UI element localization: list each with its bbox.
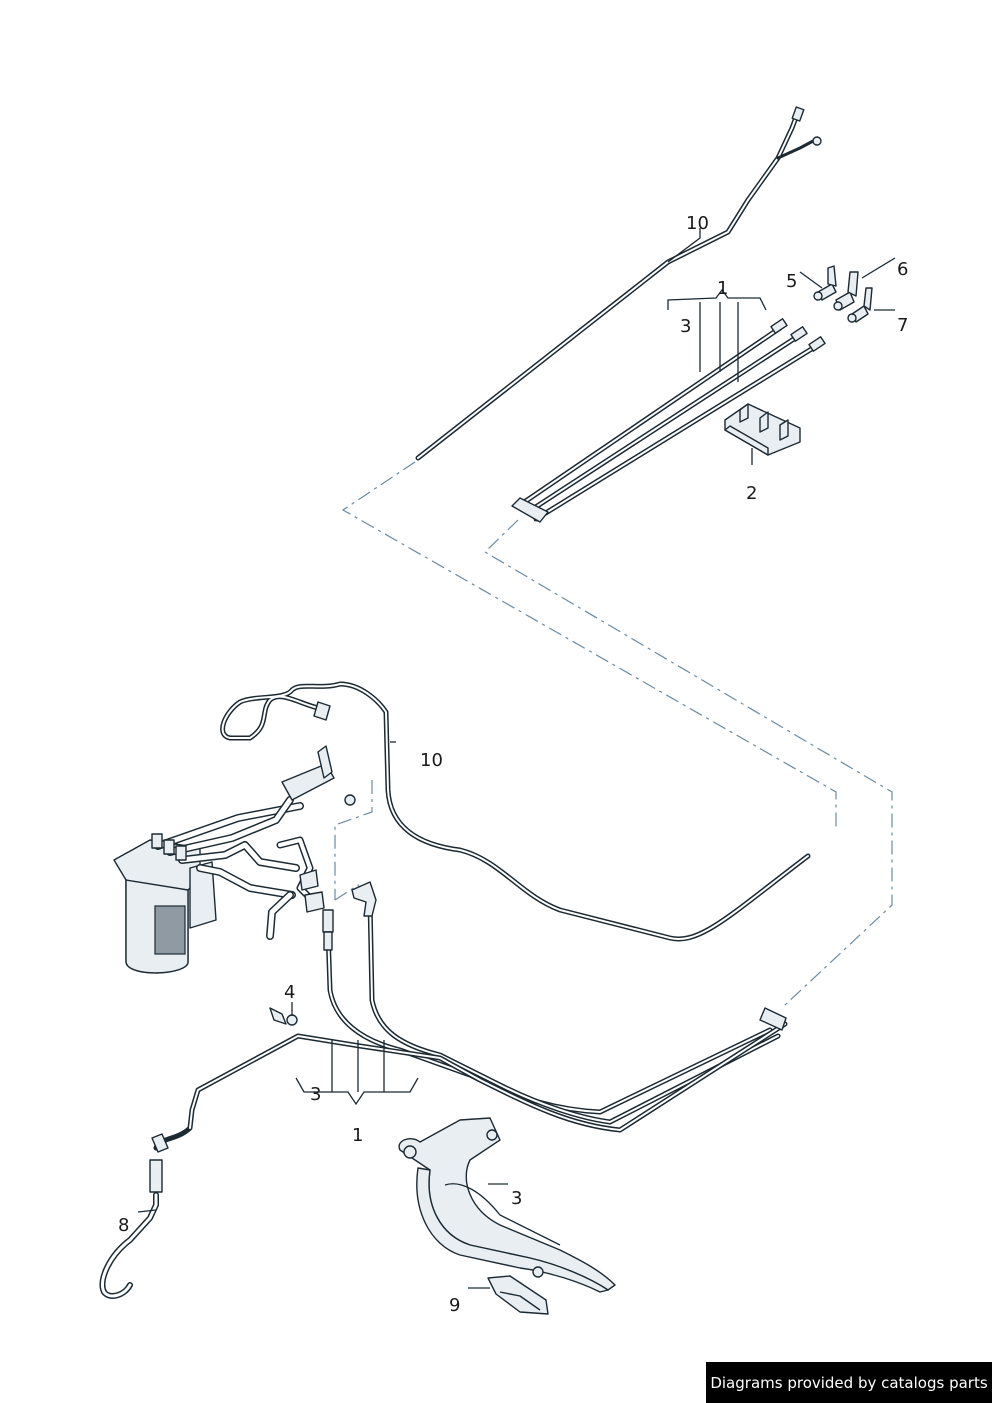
label-2: 2 xyxy=(746,483,757,504)
leader-lines-bottom xyxy=(137,741,508,1289)
holder-clip-2 xyxy=(724,403,801,456)
leader-lines-top xyxy=(667,228,896,465)
label-5: 5 xyxy=(786,271,797,292)
label-6: 6 xyxy=(897,259,908,280)
label-1-top: 1 xyxy=(717,278,728,299)
fuel-line-10-middle xyxy=(220,681,811,942)
label-8: 8 xyxy=(118,1215,129,1236)
fuel-line-10-top xyxy=(415,106,822,461)
fuel-line-bundle-top xyxy=(511,318,826,523)
attribution-footer: Diagrams provided by catalogs parts xyxy=(706,1362,992,1403)
label-7: 7 xyxy=(897,315,908,336)
label-3-shield: 3 xyxy=(511,1188,522,1209)
footer-text: Diagrams provided by catalogs parts xyxy=(710,1373,988,1392)
label-1-bottom: 1 xyxy=(352,1125,363,1146)
label-10-top: 10 xyxy=(686,213,709,234)
label-10-middle: 10 xyxy=(420,750,443,771)
label-3-top: 3 xyxy=(680,316,691,337)
clip-9 xyxy=(487,1275,549,1315)
label-9: 9 xyxy=(449,1295,460,1316)
connectors-5-6-7 xyxy=(813,265,873,323)
label-4: 4 xyxy=(284,982,295,1003)
fuel-hose-8 xyxy=(99,1133,169,1299)
fuel-line-bundle-bottom xyxy=(153,881,788,1151)
heat-shield-3 xyxy=(398,1117,616,1293)
part-labels: 10 1 3 5 6 7 2 10 4 3 1 3 8 9 xyxy=(118,213,908,1316)
fuel-filter-assembly xyxy=(113,745,356,974)
label-3-bottom: 3 xyxy=(310,1084,321,1105)
